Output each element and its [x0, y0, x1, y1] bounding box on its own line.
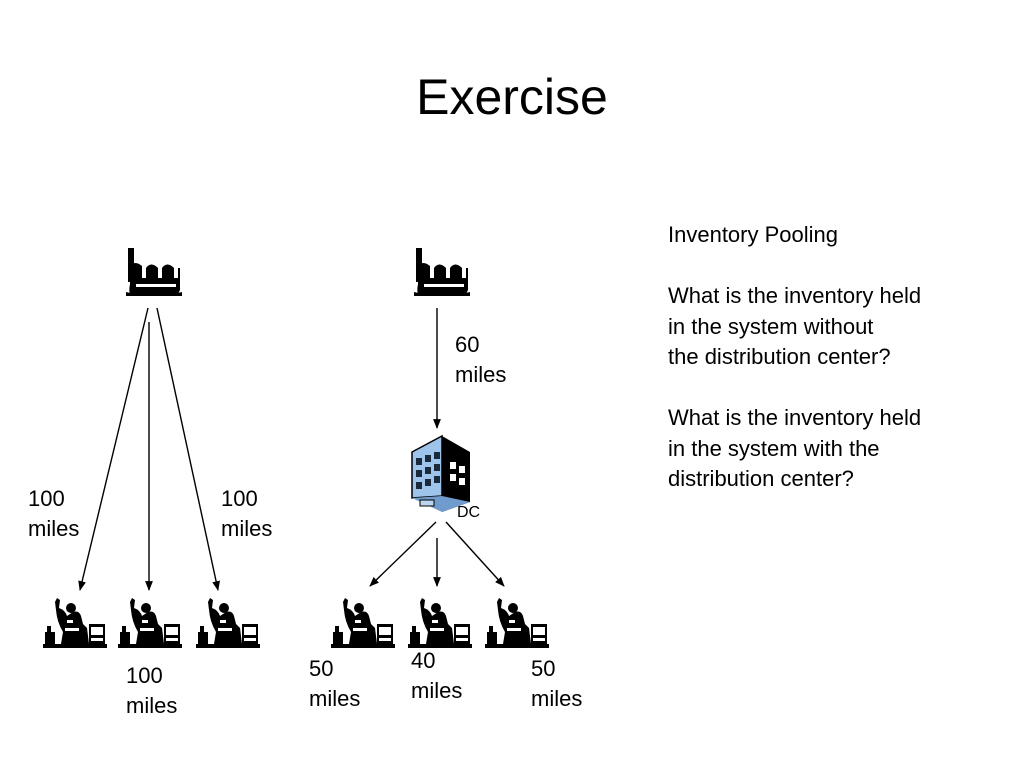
- distance-label-dc-left: 50 miles: [309, 656, 361, 711]
- question-with-dc: What is the inventory held in the system…: [668, 405, 922, 491]
- retailer-icon: [196, 598, 260, 648]
- retailer-icon: [408, 598, 472, 648]
- factory-icon: [126, 248, 182, 296]
- notes-panel: Inventory Pooling What is the inventory …: [668, 220, 1008, 495]
- arrow-plant-to-retailer-1: [78, 307, 149, 591]
- distance-label-right: 100 miles: [221, 486, 273, 541]
- distribution-center-icon: [411, 434, 470, 512]
- notes-heading: Inventory Pooling: [668, 222, 838, 247]
- factory-icon: [414, 248, 470, 296]
- distance-label-dc-right: 50 miles: [531, 656, 583, 711]
- retailer-icon: [485, 598, 549, 648]
- arrow-dc-to-retailer-3: [445, 521, 505, 587]
- retailer-icon: [331, 598, 395, 648]
- question-without-dc: What is the inventory held in the system…: [668, 283, 922, 369]
- distance-label-dc-middle: 40 miles: [411, 648, 463, 703]
- arrow-plant-to-retailer-3: [156, 307, 220, 591]
- dc-label: DC: [457, 504, 481, 521]
- distance-label-bottom: 100 miles: [126, 663, 178, 718]
- distance-label-left: 100 miles: [28, 486, 80, 541]
- retailer-icon: [43, 598, 107, 648]
- arrow-dc-to-retailer-1: [369, 521, 437, 587]
- retailer-icon: [118, 598, 182, 648]
- slide-title: Exercise: [416, 69, 608, 125]
- distance-label-plant-to-dc: 60 miles: [455, 332, 507, 387]
